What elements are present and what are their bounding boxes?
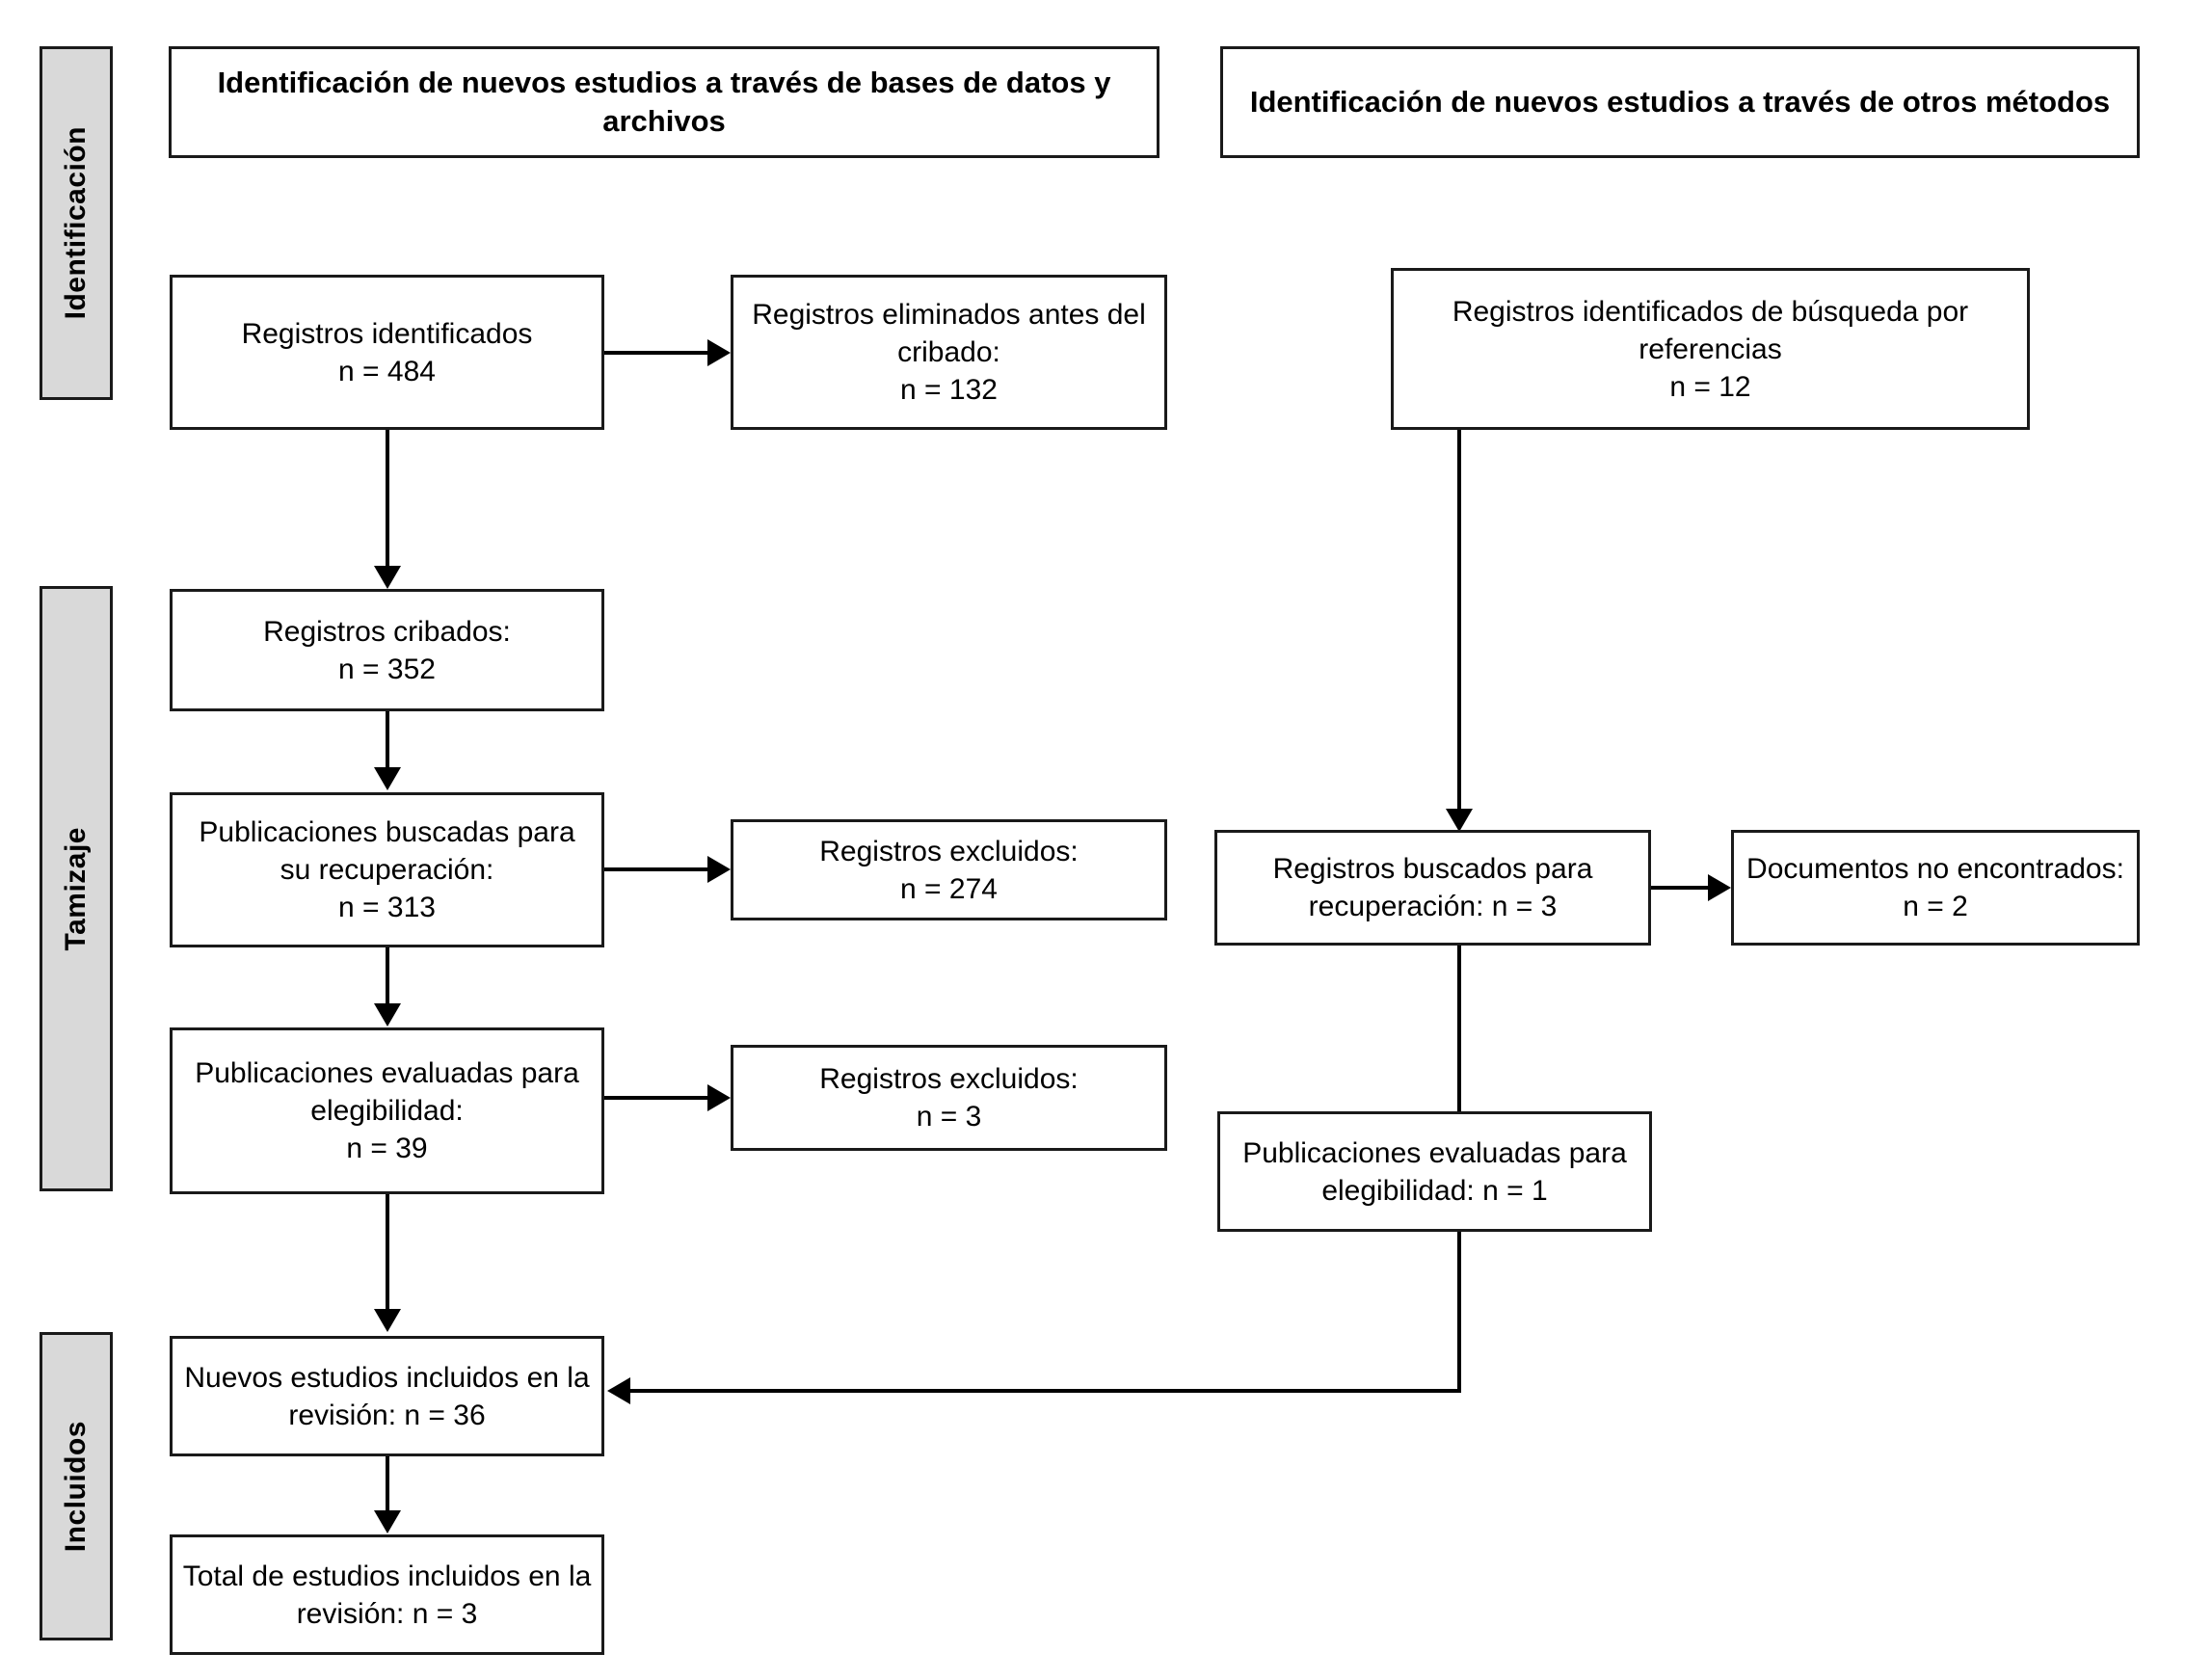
arrowhead-assessed-to-included [374, 1309, 401, 1332]
node-records-excluded-1-label: Registros excluidos: n = 274 [819, 835, 1079, 905]
connector-assessed-other-elbow-vertical [1457, 1232, 1461, 1393]
node-reports-sought-label: Publicaciones buscadas para su recuperac… [199, 816, 575, 923]
node-records-removed-label: Registros eliminados antes del cribado: … [752, 299, 1146, 406]
connector-sought-to-excluded1 [604, 867, 707, 871]
arrowhead-new-to-total [374, 1510, 401, 1533]
band-label-identificacion: Identificación [60, 126, 92, 320]
band-tamizaje: Tamizaje [40, 586, 113, 1191]
header-other-methods-box: Identificación de nuevos estudios a trav… [1220, 46, 2140, 158]
node-records-removed: Registros eliminados antes del cribado: … [731, 275, 1167, 430]
node-records-excluded-1: Registros excluidos: n = 274 [731, 819, 1167, 920]
connector-new-to-total [386, 1456, 389, 1510]
band-label-tamizaje: Tamizaje [60, 826, 92, 951]
node-records-identified-refs: Registros identificados de búsqueda por … [1391, 268, 2030, 430]
arrowhead-refs-to-sought-other [1446, 809, 1473, 832]
node-reports-assessed-label: Publicaciones evaluadas para elegibilida… [195, 1057, 579, 1164]
arrowhead-identified-to-removed [707, 339, 731, 366]
connector-identified-to-removed [604, 351, 707, 355]
connector-assessed-other-elbow-horizontal [630, 1389, 1461, 1393]
node-total-studies-included-label: Total de estudios incluidos en la revisi… [182, 1560, 592, 1630]
arrowhead-screened-to-sought [374, 767, 401, 790]
arrowhead-sought-to-excluded1 [707, 856, 731, 883]
node-reports-not-retrieved-label: Documentos no encontrados: n = 2 [1746, 853, 2124, 922]
connector-refs-to-sought-other [1457, 430, 1461, 809]
node-records-identified-label: Registros identificados n = 484 [241, 317, 533, 387]
header-databases-box: Identificación de nuevos estudios a trav… [169, 46, 1159, 158]
node-new-studies-included: Nuevos estudios incluidos en la revisión… [170, 1336, 604, 1456]
node-reports-not-retrieved: Documentos no encontrados: n = 2 [1731, 830, 2140, 946]
node-records-excluded-2: Registros excluidos: n = 3 [731, 1045, 1167, 1151]
connector-identified-to-screened [386, 430, 389, 566]
node-new-studies-included-label: Nuevos estudios incluidos en la revisión… [184, 1361, 590, 1431]
node-reports-sought-other-label: Registros buscados para recuperación: n … [1272, 853, 1593, 922]
node-records-screened: Registros cribados: n = 352 [170, 589, 604, 711]
arrowhead-assessed-other-to-included [607, 1377, 630, 1404]
arrowhead-assessed-to-excluded2 [707, 1084, 731, 1111]
node-records-identified-refs-label: Registros identificados de búsqueda por … [1452, 295, 1969, 403]
connector-sought-other-to-assessed-other [1457, 946, 1461, 1117]
connector-assessed-to-included [386, 1194, 389, 1309]
header-other-methods-label: Identificación de nuevos estudios a trav… [1249, 84, 2111, 119]
connector-assessed-to-excluded2 [604, 1096, 707, 1100]
connector-sought-to-assessed [386, 947, 389, 1003]
connector-screened-to-sought [386, 711, 389, 767]
arrowhead-identified-to-screened [374, 566, 401, 589]
node-reports-assessed-other-label: Publicaciones evaluadas para elegibilida… [1242, 1136, 1627, 1207]
node-reports-assessed: Publicaciones evaluadas para elegibilida… [170, 1027, 604, 1194]
header-databases-label: Identificación de nuevos estudios a trav… [217, 65, 1111, 138]
node-records-identified: Registros identificados n = 484 [170, 275, 604, 430]
node-reports-assessed-other: Publicaciones evaluadas para elegibilida… [1217, 1111, 1652, 1232]
arrowhead-sought-other-to-not-retrieved [1708, 874, 1731, 901]
node-reports-sought: Publicaciones buscadas para su recuperac… [170, 792, 604, 947]
band-incluidos: Incluidos [40, 1332, 113, 1640]
node-total-studies-included: Total de estudios incluidos en la revisi… [170, 1534, 604, 1655]
connector-sought-other-to-not-retrieved [1651, 886, 1708, 890]
node-records-screened-label: Registros cribados: n = 352 [263, 615, 511, 685]
node-reports-sought-other: Registros buscados para recuperación: n … [1214, 830, 1651, 946]
band-label-incluidos: Incluidos [60, 1420, 92, 1553]
band-identificacion: Identificación [40, 46, 113, 400]
node-records-excluded-2-label: Registros excluidos: n = 3 [819, 1063, 1079, 1133]
arrowhead-sought-to-assessed [374, 1003, 401, 1027]
